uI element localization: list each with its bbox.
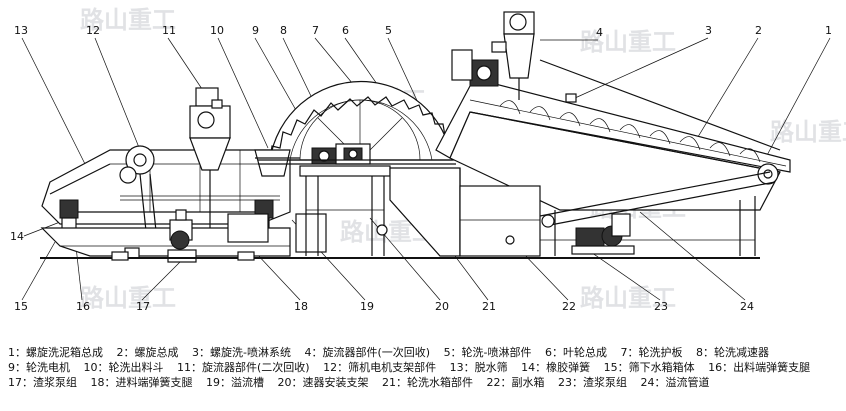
callout-24: 24 <box>740 300 754 313</box>
callout-11: 11 <box>162 24 176 37</box>
legend-item: 13：脱水筛 <box>449 361 508 374</box>
screw-flights <box>499 100 761 163</box>
callout-23: 23 <box>654 300 668 313</box>
overflow-trough <box>227 213 327 253</box>
wheel-washer-tank <box>376 167 461 257</box>
legend-item: 12：筛机电机支架部件 <box>323 361 437 374</box>
legend-item: 22：副水箱 <box>486 376 545 389</box>
legend-item: 4：旋流器部件(一次回收) <box>304 346 431 359</box>
callout-4: 4 <box>596 26 603 39</box>
legend-row: 17：渣浆泵组 18：进料端弹簧支腿 19：溢流槽 20：速器安装支架 21：轮… <box>8 375 844 390</box>
equipment-assembly-drawing: 路山重工 路山重工 路山重工 路山重工 路山重工 路山重工 路山重工 路山重工 … <box>10 6 846 313</box>
callout-15: 15 <box>14 300 28 313</box>
callout-2: 2 <box>755 24 762 37</box>
legend-item: 11：旋流器部件(二次回收) <box>177 361 310 374</box>
callout-8: 8 <box>280 24 287 37</box>
wheel-drive <box>311 143 371 165</box>
bucket-wheel-assembly <box>269 81 453 161</box>
slurry-pump-right <box>571 213 635 255</box>
callout-10: 10 <box>210 24 224 37</box>
callout-13: 13 <box>14 24 28 37</box>
callout-19: 19 <box>360 300 374 313</box>
legend-item: 5：轮洗-喷淋部件 <box>443 346 532 359</box>
base-block <box>237 251 255 261</box>
legend-item: 1：螺旋洗泥箱总成 <box>8 346 103 359</box>
hydrocyclone-primary <box>491 11 535 100</box>
legend-item: 18：进料端弹簧支腿 <box>90 376 193 389</box>
callout-18: 18 <box>294 300 308 313</box>
overflow-pipe <box>539 171 776 228</box>
callout-3: 3 <box>705 24 712 37</box>
watermark-text: 路山重工 <box>770 118 846 146</box>
screw-spray-system <box>539 59 781 151</box>
legend-item: 7：轮洗护板 <box>620 346 683 359</box>
legend-item: 10：轮洗出料斗 <box>83 361 164 374</box>
base-block <box>111 251 129 261</box>
legend-item: 15：筛下水箱箱体 <box>603 361 695 374</box>
callout-21: 21 <box>482 300 496 313</box>
auxiliary-water-tank <box>459 185 541 257</box>
watermark-text: 路山重工 <box>80 284 176 312</box>
legend-item: 9：轮洗电机 <box>8 361 70 374</box>
watermark-text: 路山重工 <box>580 284 676 312</box>
callout-16: 16 <box>76 300 90 313</box>
legend-item: 8：轮洗减速器 <box>696 346 770 359</box>
legend-item: 3：螺旋洗-喷淋系统 <box>192 346 291 359</box>
watermark-text: 路山重工 <box>80 6 176 34</box>
callout-numbers: 1 2 3 4 5 6 7 8 9 10 11 12 13 14 15 16 1… <box>10 24 832 313</box>
callout-6: 6 <box>342 24 349 37</box>
wheel-spray-pipe <box>258 159 456 165</box>
hydrocyclone-secondary <box>189 87 231 240</box>
legend-item: 17：渣浆泵组 <box>8 376 77 389</box>
legend-item: 14：橡胶弹簧 <box>521 361 591 374</box>
screw-drive <box>451 49 499 87</box>
callout-1: 1 <box>825 24 832 37</box>
callout-22: 22 <box>562 300 576 313</box>
legend-item: 24：溢流管道 <box>640 376 710 389</box>
callout-12: 12 <box>86 24 100 37</box>
legend-item: 19：溢流槽 <box>206 376 264 389</box>
callout-7: 7 <box>312 24 319 37</box>
legend-item: 6：叶轮总成 <box>545 346 608 359</box>
legend-item: 23：渣浆泵组 <box>558 376 627 389</box>
parts-legend: 1：螺旋洗泥箱总成 2：螺旋总成 3：螺旋洗-喷淋系统 4：旋流器部件(一次回收… <box>8 345 844 390</box>
legend-item: 20：速器安装支架 <box>277 376 369 389</box>
watermark-text: 路山重工 <box>580 28 676 56</box>
callout-5: 5 <box>385 24 392 37</box>
callout-17: 17 <box>136 300 150 313</box>
callout-14: 14 <box>10 230 24 243</box>
wheel-discharge-hopper <box>254 149 300 177</box>
legend-item: 2：螺旋总成 <box>116 346 179 359</box>
legend-row: 1：螺旋洗泥箱总成 2：螺旋总成 3：螺旋洗-喷淋系统 4：旋流器部件(一次回收… <box>8 345 844 360</box>
legend-row: 9：轮洗电机 10：轮洗出料斗 11：旋流器部件(二次回收) 12：筛机电机支架… <box>8 360 844 375</box>
legend-item: 16：出料端弹簧支腿 <box>708 361 811 374</box>
callout-9: 9 <box>252 24 259 37</box>
legend-item: 21：轮洗水箱部件 <box>382 376 473 389</box>
dewatering-screen <box>41 149 291 225</box>
callout-20: 20 <box>435 300 449 313</box>
reducer-mounting-stand <box>299 165 391 256</box>
